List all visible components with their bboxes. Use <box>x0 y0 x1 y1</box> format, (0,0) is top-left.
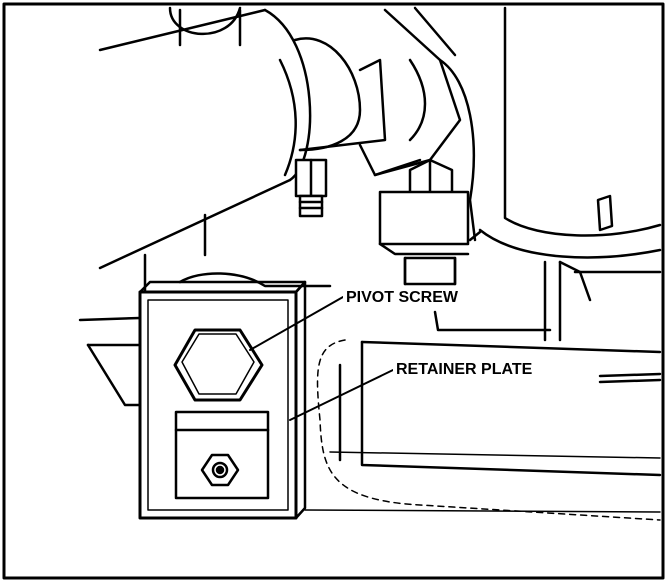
pivot-screw-label: PIVOT SCREW <box>343 288 462 308</box>
retainer-plate-label: RETAINER PLATE <box>393 360 536 380</box>
pivot-screw-head <box>173 328 264 402</box>
housing-body <box>98 6 387 270</box>
figure-border <box>2 2 665 580</box>
access-window <box>174 410 270 500</box>
right-cylinder <box>468 6 662 259</box>
left-arm <box>78 213 207 407</box>
upper-hex-nut <box>378 158 470 256</box>
retainer-plate-leader <box>289 369 394 421</box>
upper-fitting <box>358 6 477 242</box>
channel-rail <box>316 339 662 521</box>
pivot-screw-leader <box>249 296 344 351</box>
stud-fitting <box>294 158 328 218</box>
base-line <box>304 509 661 513</box>
support-bracket <box>403 256 662 342</box>
